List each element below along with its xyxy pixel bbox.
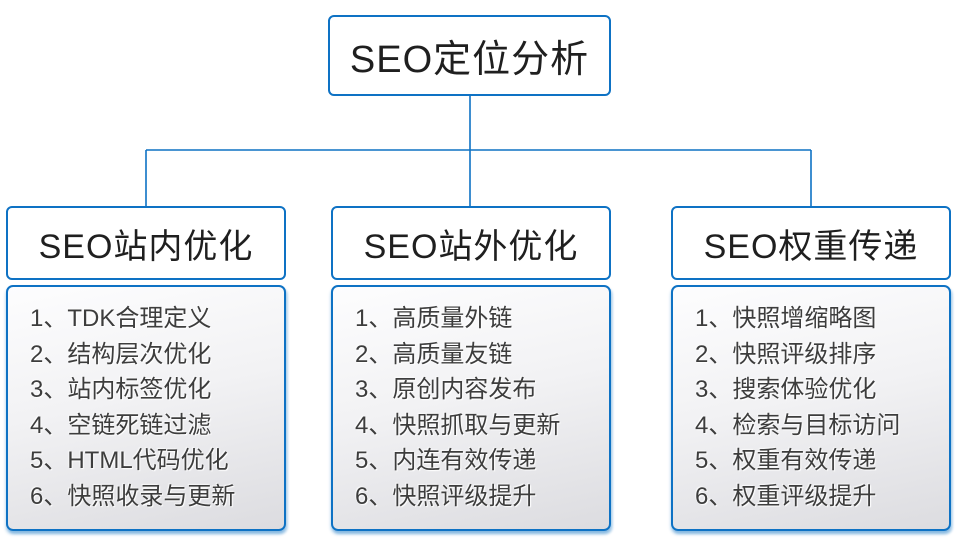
column-title: SEO站内优化 (38, 227, 254, 266)
list-item: 6、快照评级提升 (355, 482, 537, 510)
list-item: 2、结构层次优化 (30, 340, 212, 368)
list-item: 1、高质量外链 (355, 305, 513, 332)
list-item: 5、权重有效传递 (695, 447, 877, 474)
column-header: SEO权重传递 (671, 206, 951, 280)
list-item: 3、站内标签优化 (30, 376, 212, 403)
root-node-title: SEO定位分析 (349, 39, 590, 81)
column-offsite-optimization: SEO站外优化 1、高质量外链 2、高质量友链 3、原创内容发布 4、快照抓取与… (331, 206, 611, 531)
column-header: SEO站外优化 (331, 206, 611, 280)
root-node: SEO定位分析 (328, 15, 611, 96)
column-item-list: 1、快照增缩略图 2、快照评级排序 3、搜索体验优化 4、检索与目标访问 5、权… (671, 285, 951, 531)
column-title: SEO权重传递 (703, 227, 919, 266)
list-item: 6、快照收录与更新 (30, 482, 236, 510)
list-item: 5、内连有效传递 (355, 447, 537, 474)
list-item: 2、快照评级排序 (695, 340, 877, 368)
column-weight-transfer: SEO权重传递 1、快照增缩略图 2、快照评级排序 3、搜索体验优化 4、检索与… (671, 206, 951, 531)
list-item: 5、HTML代码优化 (30, 447, 229, 474)
column-onsite-optimization: SEO站内优化 1、TDK合理定义 2、结构层次优化 3、站内标签优化 4、空链… (6, 206, 286, 531)
list-item: 4、检索与目标访问 (695, 411, 901, 439)
list-item: 2、高质量友链 (355, 340, 513, 368)
column-item-list: 1、高质量外链 2、高质量友链 3、原创内容发布 4、快照抓取与更新 5、内连有… (331, 285, 611, 531)
list-item: 4、空链死链过滤 (30, 411, 212, 439)
list-item: 3、原创内容发布 (355, 376, 537, 403)
column-title: SEO站外优化 (363, 227, 579, 266)
list-item: 3、搜索体验优化 (695, 376, 877, 403)
list-item: 1、TDK合理定义 (30, 305, 212, 332)
list-item: 6、权重评级提升 (695, 482, 877, 510)
list-item: 1、快照增缩略图 (695, 305, 877, 332)
column-item-list: 1、TDK合理定义 2、结构层次优化 3、站内标签优化 4、空链死链过滤 5、H… (6, 285, 286, 531)
list-item: 4、快照抓取与更新 (355, 411, 561, 439)
column-header: SEO站内优化 (6, 206, 286, 280)
